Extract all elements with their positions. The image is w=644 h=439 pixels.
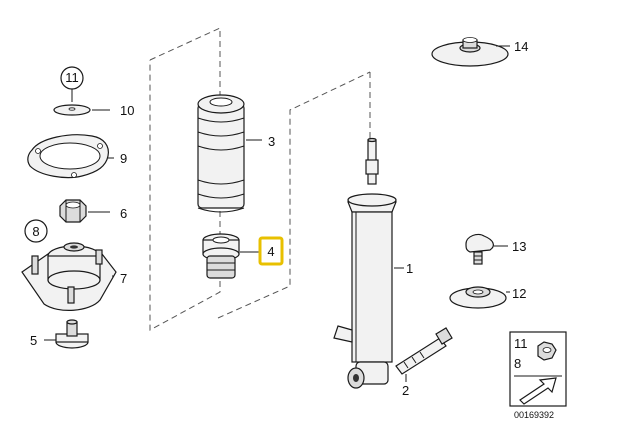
part-10-washer[interactable] <box>53 104 91 116</box>
part-3-dust-boot[interactable] <box>197 94 245 213</box>
part-5-lower-mount[interactable] <box>55 319 89 349</box>
part-11-callout[interactable]: 11 <box>60 66 84 90</box>
callout-12: 12 <box>512 286 526 301</box>
callout-11: 11 <box>65 70 79 85</box>
part-4-bump-stop[interactable] <box>202 233 240 279</box>
callout-3: 3 <box>268 134 275 149</box>
callout-9: 9 <box>120 151 127 166</box>
callout-6: 6 <box>120 206 127 221</box>
part-12-spring-pad[interactable] <box>449 286 507 309</box>
legend-top-number: 11 <box>514 336 528 351</box>
legend-box: 11 8 <box>509 331 567 407</box>
part-6-nut[interactable] <box>59 199 87 223</box>
part-7-strut-mount[interactable] <box>21 242 117 311</box>
diagram-code: 00169392 <box>514 410 554 420</box>
callout-10: 10 <box>120 103 134 118</box>
part-8-callout[interactable]: 8 <box>24 219 48 243</box>
callout-4-highlight <box>258 236 284 266</box>
part-14-spring-seat[interactable] <box>431 37 509 67</box>
arrow-icon <box>519 377 557 405</box>
callout-14: 14 <box>514 39 528 54</box>
coil-spring <box>428 86 524 192</box>
assembly-guide-lines <box>149 27 371 331</box>
callout-7: 7 <box>120 271 127 286</box>
part-9-gasket[interactable] <box>27 134 109 179</box>
part-2-bolt[interactable] <box>395 327 453 375</box>
callout-1: 1 <box>406 261 413 276</box>
legend-bottom-number: 8 <box>514 356 521 371</box>
callout-8: 8 <box>32 224 39 239</box>
callout-13: 13 <box>512 239 526 254</box>
callout-4: 4 <box>267 244 274 259</box>
part-13-cap[interactable] <box>465 233 494 265</box>
callout-5: 5 <box>30 333 37 348</box>
part-1-shock-absorber[interactable] <box>333 137 397 389</box>
callout-2: 2 <box>402 383 409 398</box>
